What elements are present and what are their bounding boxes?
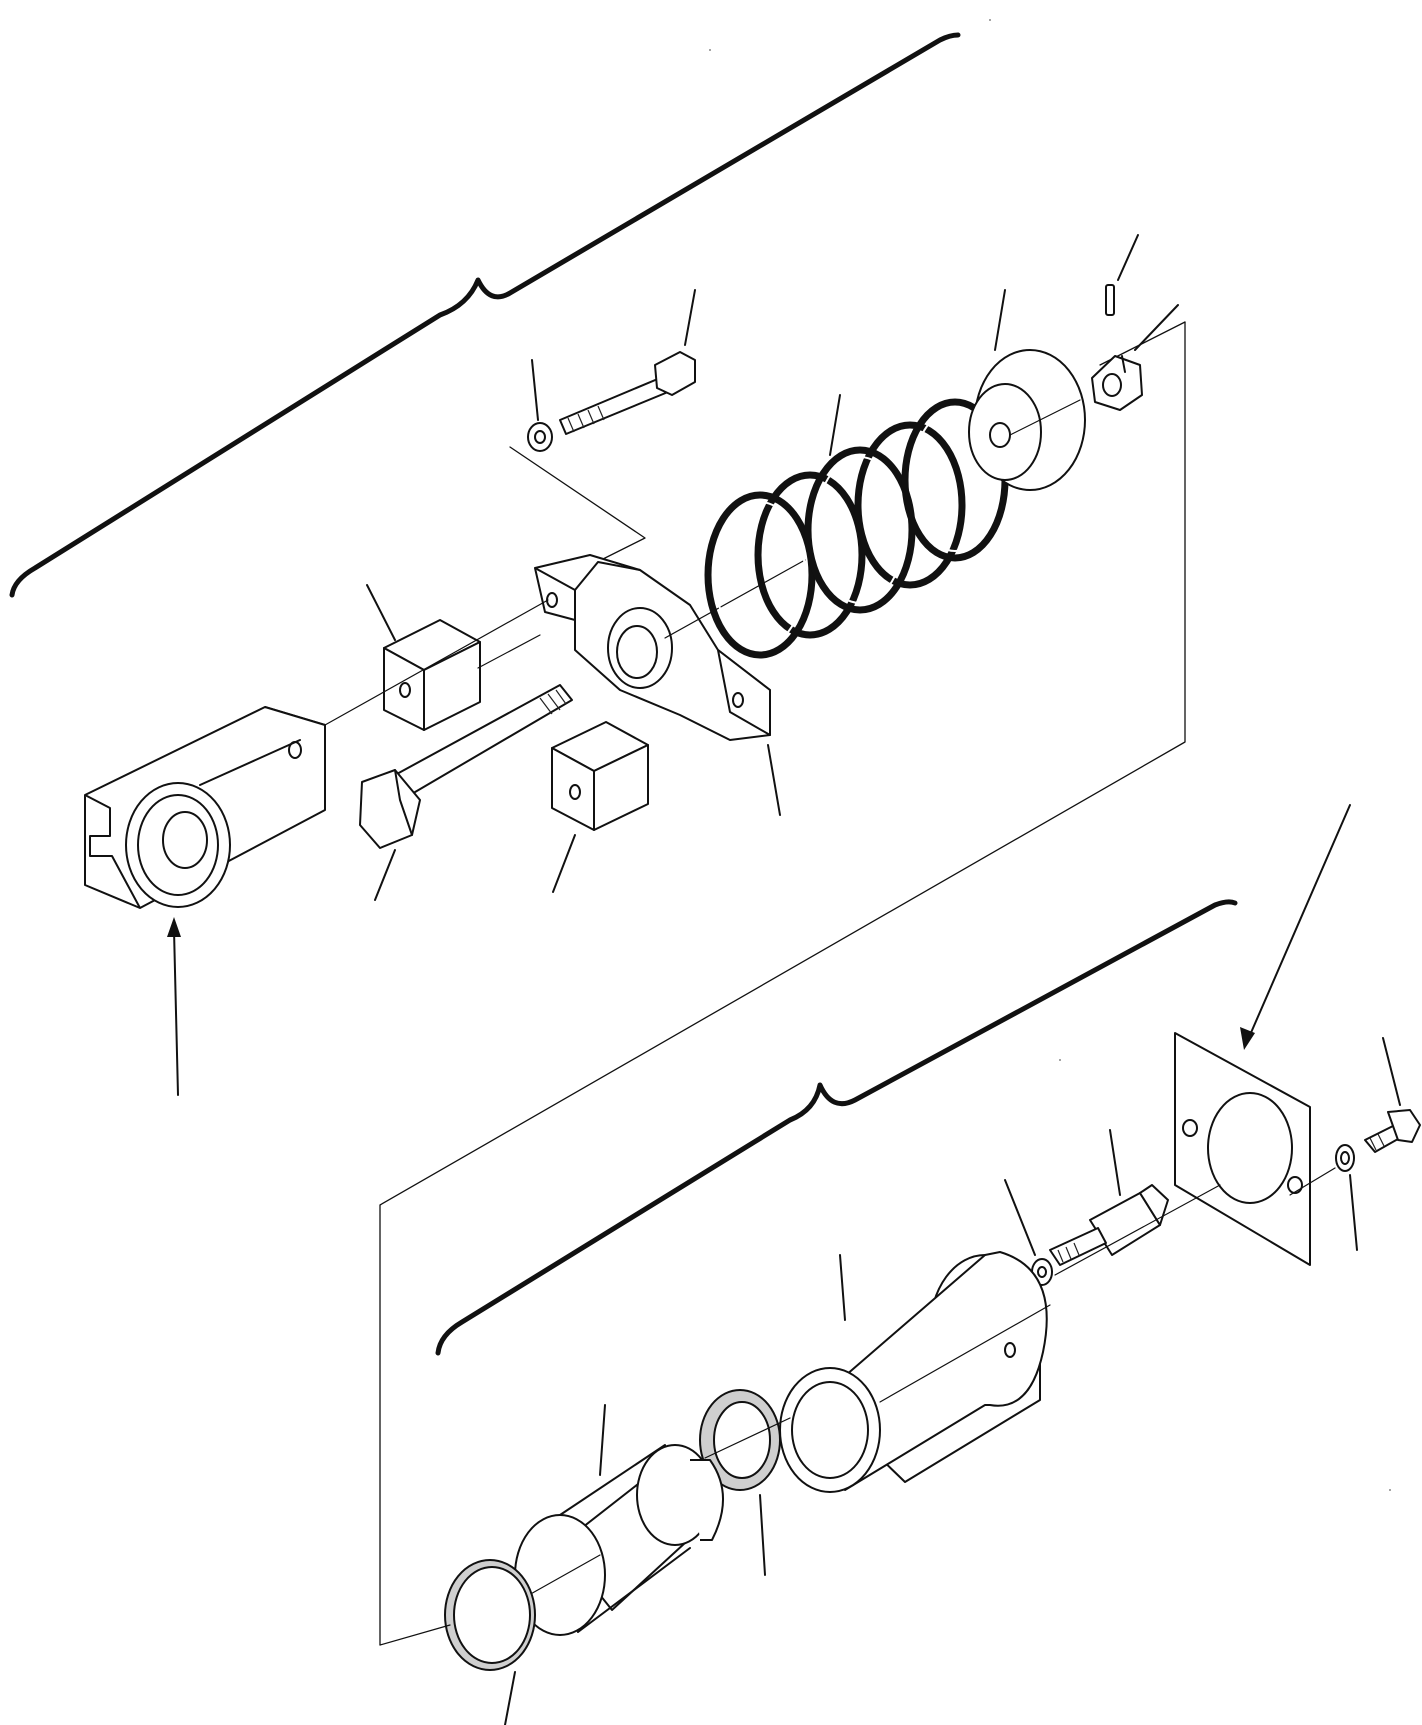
- coil-spring: [708, 402, 1005, 655]
- leader-nut: [1135, 305, 1178, 350]
- gasket-plate: [1175, 1033, 1310, 1265]
- leader-spacer-lower: [553, 835, 575, 892]
- leader-small-bolt: [685, 290, 695, 345]
- leader-piston: [600, 1405, 605, 1475]
- leader-washer-right: [1350, 1175, 1357, 1250]
- leader-long-bolt: [375, 850, 395, 900]
- yoke-arrow: [167, 917, 181, 1095]
- cotter-pin: [1106, 285, 1114, 315]
- stray-marks: [709, 19, 1391, 1491]
- arrow-head-icon: [167, 917, 181, 937]
- leader-spring-cap: [995, 290, 1005, 350]
- lower-assembly: [380, 805, 1420, 1725]
- leader-cotter-pin: [1118, 235, 1138, 280]
- leader-spacer-upper: [367, 585, 395, 640]
- leader-cap-screw: [1383, 1038, 1400, 1105]
- upper-assembly: [12, 35, 1185, 1645]
- lock-washer-right: [1336, 1145, 1354, 1171]
- small-bolt: [560, 352, 695, 434]
- arrow-head-icon: [1240, 1027, 1255, 1050]
- lower-group-bracket: [438, 902, 1235, 1353]
- mounting-bracket: [535, 555, 770, 740]
- spacer-block-upper: [384, 620, 480, 730]
- leader-washer-top: [532, 360, 538, 420]
- lower-frame-top-edge: [380, 322, 1185, 1645]
- gasket-arrow: [1240, 805, 1350, 1050]
- leader-washer-valve: [1005, 1180, 1035, 1255]
- long-bolt: [360, 685, 572, 848]
- dust-seal: [445, 1560, 535, 1670]
- leader-cylinder: [840, 1255, 845, 1320]
- cylinder-housing: [780, 1252, 1047, 1492]
- spring-cap: [969, 350, 1085, 490]
- lock-washer-top: [528, 423, 552, 451]
- upper-group-bracket: [12, 35, 958, 595]
- grease-valve: [1050, 1185, 1168, 1265]
- leader-spring: [830, 395, 840, 455]
- leader-grease-valve: [1110, 1130, 1120, 1195]
- leader-packing-ring: [760, 1495, 765, 1575]
- spacer-block-lower: [552, 722, 648, 830]
- piston: [515, 1445, 723, 1635]
- slotted-nut: [1092, 356, 1142, 410]
- yoke-fork-end: [85, 707, 325, 908]
- leader-dust-seal: [505, 1672, 515, 1725]
- cap-screw: [1365, 1110, 1420, 1152]
- leader-bracket: [768, 745, 780, 815]
